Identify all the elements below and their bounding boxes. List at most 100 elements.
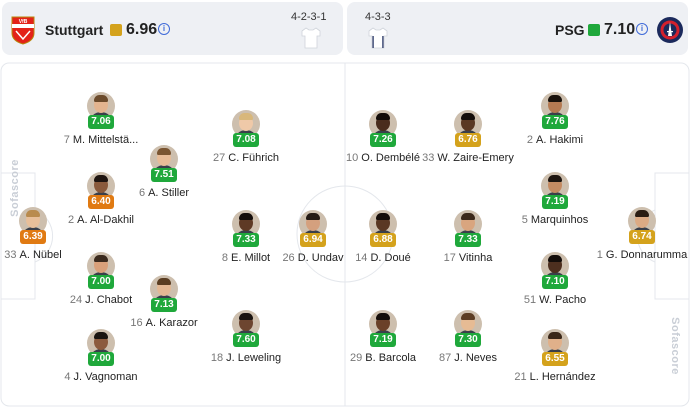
player-rating-badge: 7.30 bbox=[455, 333, 481, 347]
player-rating-badge: 7.26 bbox=[370, 133, 396, 147]
player-name: A. Hakimi bbox=[536, 134, 584, 146]
player-rating-badge: 6.39 bbox=[20, 230, 46, 244]
player-shirt-number: 2 bbox=[526, 134, 534, 146]
player-rating-badge: 6.40 bbox=[88, 195, 114, 209]
svg-text:VfB: VfB bbox=[19, 19, 28, 25]
player-shirt-number: 17 bbox=[443, 252, 456, 264]
away-team-name[interactable]: PSG bbox=[555, 22, 585, 38]
player-rating-badge: 6.76 bbox=[455, 133, 481, 147]
player-name: J. Neves bbox=[454, 352, 498, 364]
home-team-name[interactable]: Stuttgart bbox=[45, 22, 104, 38]
player-shirt-number: 6 bbox=[138, 187, 146, 199]
player-rating-badge: 7.19 bbox=[370, 333, 396, 347]
player-name: G. Donnarumma bbox=[605, 249, 688, 261]
player-shirt-number: 5 bbox=[521, 214, 528, 226]
player-shirt-number: 33 bbox=[4, 249, 17, 261]
player-shirt-number: 1 bbox=[596, 249, 603, 261]
player-name: J. Chabot bbox=[85, 294, 133, 306]
away-team-rating: 7.10 bbox=[604, 21, 636, 38]
player-rating-badge: 6.88 bbox=[370, 233, 396, 247]
away-shirt-icon bbox=[368, 27, 388, 49]
away-rating-color-square bbox=[588, 24, 600, 36]
player-name: W. Pacho bbox=[539, 294, 587, 306]
player-name: Marquinhos bbox=[530, 214, 589, 226]
away-info-icon[interactable]: i bbox=[636, 23, 648, 35]
player-name: O. Dembélé bbox=[361, 152, 420, 164]
vfb-stuttgart-crest-icon: VfB bbox=[11, 16, 35, 45]
player-shirt-number: 87 bbox=[438, 352, 452, 364]
player-name: D. Doué bbox=[370, 252, 411, 264]
player-rating-badge: 7.33 bbox=[233, 233, 259, 247]
player-rating-badge: 7.13 bbox=[151, 298, 177, 312]
home-rating-color-square bbox=[110, 24, 122, 36]
player-name: J. Vagnoman bbox=[73, 371, 138, 383]
player-name: J. Leweling bbox=[226, 352, 282, 364]
player-rating-badge: 6.55 bbox=[542, 352, 568, 366]
player-shirt-number: 8 bbox=[221, 252, 228, 264]
player-name: E. Millot bbox=[231, 252, 271, 264]
player-name: D. Undav bbox=[297, 252, 344, 264]
away-team-bar[interactable]: 4-3-3 PSG 7.10 i bbox=[347, 2, 688, 55]
home-team-bar[interactable]: VfB Stuttgart 6.96 i 4-2-3-1 bbox=[2, 2, 343, 55]
psg-crest-icon bbox=[657, 17, 683, 43]
player-rating-badge: 7.00 bbox=[88, 275, 114, 289]
home-info-icon[interactable]: i bbox=[158, 23, 170, 35]
player-rating-badge: 7.33 bbox=[455, 233, 481, 247]
player-shirt-number: 29 bbox=[350, 352, 363, 364]
player-name: A. Al-Dakhil bbox=[77, 214, 134, 226]
player-rating-badge: 7.06 bbox=[88, 115, 114, 129]
home-shirt-icon bbox=[301, 27, 321, 49]
player-rating-badge: 6.94 bbox=[300, 233, 326, 247]
player-name: A. Karazor bbox=[145, 317, 198, 329]
player-name: C. Führich bbox=[228, 152, 279, 164]
player-rating-badge: 7.19 bbox=[542, 195, 568, 209]
player-shirt-number: 7 bbox=[63, 134, 70, 146]
player-shirt-number: 24 bbox=[69, 294, 83, 306]
player-shirt-number: 21 bbox=[514, 371, 527, 383]
player-name: A. Nübel bbox=[19, 249, 62, 261]
player-rating-badge: 6.74 bbox=[629, 230, 655, 244]
player-rating-badge: 7.00 bbox=[88, 352, 114, 366]
